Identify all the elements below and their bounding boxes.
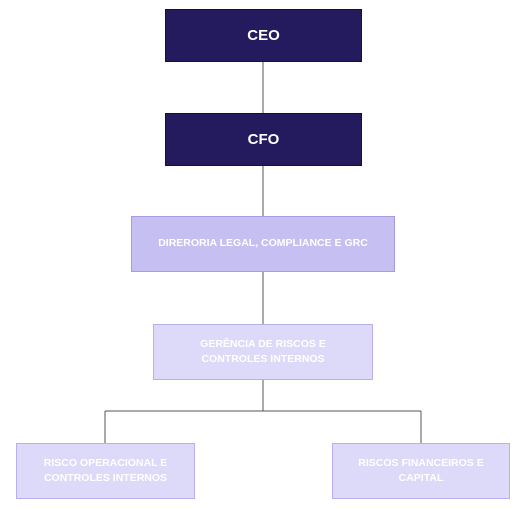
financial-risk-box: RISCOS FINANCEIROS E CAPITAL <box>332 443 510 499</box>
cfo-label: CFO <box>247 130 280 148</box>
operational-risk-box: RISCO OPERACIONAL E CONTROLES INTERNOS <box>16 443 195 499</box>
risk-management-box: GERÊNCIA DE RISCOS E CONTROLES INTERNOS <box>153 324 373 380</box>
financial-risk-label: RISCOS FINANCEIROS E CAPITAL <box>358 456 484 484</box>
ceo-box: CEO <box>165 9 362 62</box>
operational-risk-label: RISCO OPERACIONAL E CONTROLES INTERNOS <box>43 456 168 484</box>
legal-compliance-grc-box: DIRERORIA LEGAL, COMPLIANCE E GRC <box>131 216 395 272</box>
cfo-box: CFO <box>165 113 362 166</box>
ceo-label: CEO <box>247 26 280 44</box>
risk-management-label: GERÊNCIA DE RISCOS E CONTROLES INTERNOS <box>200 337 326 365</box>
legal-compliance-grc-label: DIRERORIA LEGAL, COMPLIANCE E GRC <box>158 237 368 250</box>
